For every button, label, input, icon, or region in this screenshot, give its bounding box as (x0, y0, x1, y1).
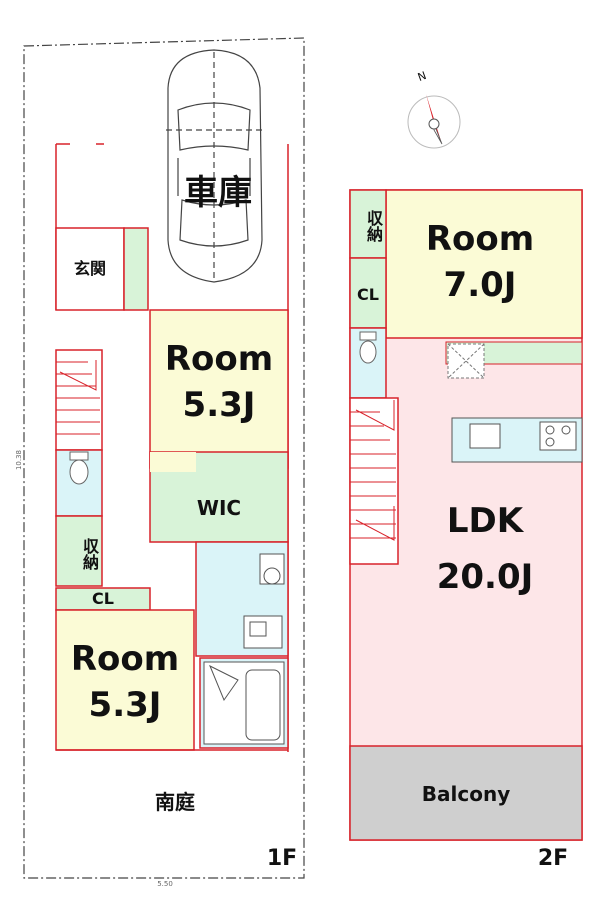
ldk-size: 20.0J (436, 557, 534, 597)
entrance-room (55, 227, 125, 311)
room-2f (385, 189, 583, 339)
floor-1-label: 1F (266, 846, 298, 871)
room-upper-name: Room (164, 339, 274, 379)
ldk-name: LDK (446, 501, 524, 541)
garage-label: 車庫 (184, 173, 252, 213)
room-2f-name: Room (425, 219, 535, 259)
room-upper-notch (150, 452, 196, 472)
entrance-label: 玄関 (73, 259, 106, 278)
storage-1f (55, 515, 103, 587)
dim-left: 10.38 (15, 449, 23, 471)
garden-label: 南庭 (155, 790, 195, 814)
storage-1f-label: 収納 (80, 538, 99, 570)
stairs-2f (349, 397, 399, 565)
floor-2-plan (349, 189, 583, 841)
room-upper (149, 309, 289, 469)
toilet-icon (69, 451, 89, 485)
stairs-1f (55, 349, 103, 451)
room-2f-size: 7.0J (443, 265, 517, 305)
room-lower-name: Room (70, 639, 180, 679)
wic-room (149, 451, 289, 543)
storage-2f-label: 収納 (364, 210, 383, 242)
wic-label: WIC (196, 496, 242, 520)
room-lower-size: 5.3J (88, 685, 162, 725)
closet-2f (349, 257, 387, 329)
floor-2-label: 2F (537, 846, 569, 871)
balcony (349, 745, 583, 841)
washer-icon (259, 553, 285, 585)
sink-icon (243, 615, 283, 649)
balcony-label: Balcony (421, 782, 511, 806)
stairs-lines (350, 400, 396, 541)
stove-icon (539, 421, 577, 451)
room-upper-size: 5.3J (182, 385, 256, 425)
fridge-icon (447, 343, 485, 379)
toilet-icon (359, 331, 377, 364)
car-icon (166, 49, 263, 283)
site-boundary (23, 37, 305, 879)
closet-2f-label: CL (357, 285, 379, 304)
dim-bottom: 5.50 (157, 880, 173, 888)
shoe-closet (123, 227, 149, 311)
room-lower (55, 609, 195, 751)
kitchen-sink-icon (469, 423, 501, 449)
bathtub-icon (203, 661, 285, 745)
stairs-lines (56, 360, 100, 435)
compass-icon (407, 94, 461, 149)
closet-1f-label: CL (92, 589, 114, 608)
storage-2f (349, 189, 387, 259)
floor-1-plan (23, 37, 305, 879)
